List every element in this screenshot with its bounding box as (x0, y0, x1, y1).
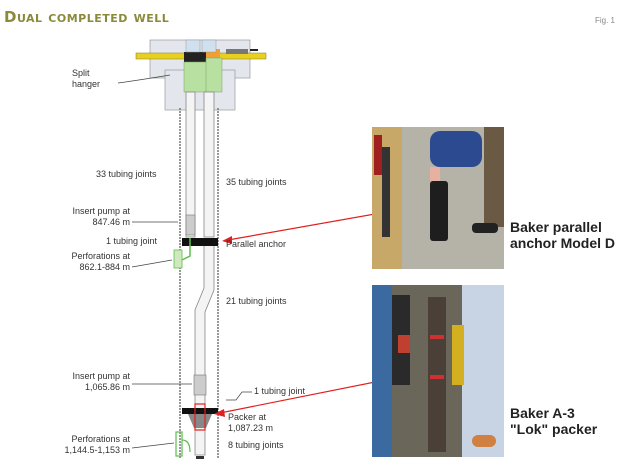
casing (179, 108, 219, 458)
wellhead (135, 39, 267, 111)
insert-pump-lower (193, 374, 207, 396)
parallel-anchor-shape (182, 238, 218, 246)
right-tubing-string (194, 91, 215, 456)
label-1-tubing-joint-lower: 1 tubing joint (254, 386, 306, 396)
label-split-hanger: Split hanger (72, 68, 101, 89)
label-8-tubing-joints: 8 tubing joints (228, 440, 284, 450)
figure-title: Dual completed well (4, 8, 170, 26)
label-perforations-2: Perforations at 1,144.5-1,153 m (64, 434, 130, 455)
label-1-tubing-joint-upper: 1 tubing joint (106, 236, 158, 246)
perforations-upper (173, 238, 191, 269)
label-perforations-1: Perforations at 862.1-884 m (71, 251, 130, 272)
caption-parallel-anchor: Baker parallel anchor Model D (510, 219, 616, 251)
photo-parallel-anchor (372, 127, 504, 269)
label-insert-pump-2: Insert pump at 1,065.86 m (72, 371, 130, 392)
label-packer: Packer at 1,087.23 m (228, 412, 274, 433)
label-35-tubing-joints: 35 tubing joints (226, 177, 287, 187)
leader-lines (117, 74, 252, 449)
left-tubing-string (185, 91, 196, 238)
photo-lok-packer (372, 285, 504, 457)
label-21-tubing-joints: 21 tubing joints (226, 296, 287, 306)
figure-number: Fig. 1 (595, 16, 616, 25)
label-insert-pump-1: Insert pump at 847.46 m (72, 206, 130, 227)
perforations-lower (175, 431, 191, 457)
label-parallel-anchor: Parallel anchor (226, 239, 287, 249)
label-33-tubing-joints: 33 tubing joints (96, 169, 157, 179)
caption-lok-packer: Baker A-3 "Lok" packer (510, 405, 598, 437)
packer-shape (182, 403, 218, 431)
